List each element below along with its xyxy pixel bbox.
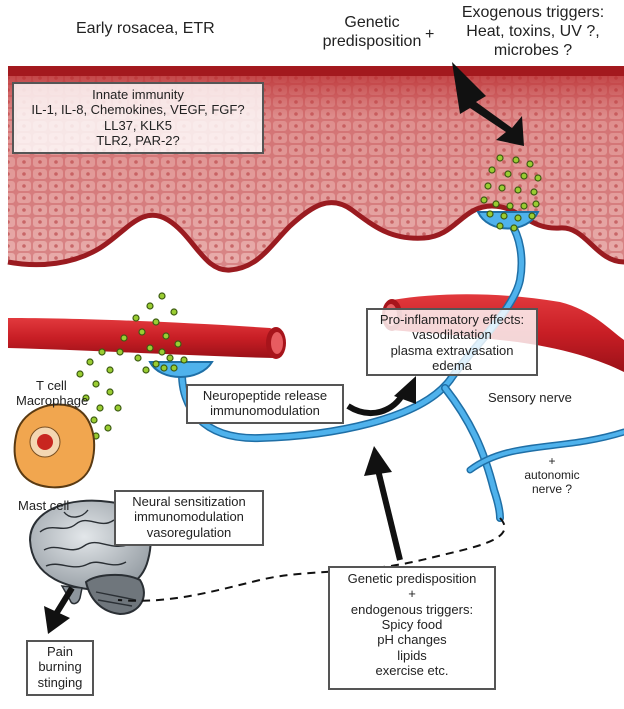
granule — [82, 394, 90, 402]
granule — [496, 222, 504, 230]
granule — [526, 160, 534, 168]
arrow-to-pain — [44, 586, 75, 634]
granule — [98, 348, 106, 356]
granule — [166, 354, 174, 362]
blood-vessel-left — [8, 318, 286, 359]
granule — [180, 356, 188, 364]
granule — [520, 202, 528, 210]
granule — [506, 202, 514, 210]
granule — [104, 424, 112, 432]
granule — [162, 332, 170, 340]
arrow-to-pro-inflammatory — [346, 376, 416, 417]
granule — [86, 358, 94, 366]
dashed-nerve-connection — [117, 517, 506, 602]
granule — [116, 348, 124, 356]
granule — [532, 200, 540, 208]
granule — [158, 348, 166, 356]
mast-cell-label: Mast cell — [18, 498, 70, 513]
pain-box: Pain burning stinging — [26, 640, 94, 696]
autonomic-nerve-label: + autonomic nerve ? — [524, 454, 580, 497]
granule — [500, 212, 508, 220]
granule — [174, 340, 182, 348]
granule — [498, 184, 506, 192]
granule — [530, 188, 538, 196]
granule — [152, 318, 160, 326]
neuropeptide-release-box: Neuropeptide release immunomodulation — [186, 384, 344, 424]
sensory-nerve — [178, 218, 624, 522]
granule — [504, 170, 512, 178]
granule — [520, 172, 528, 180]
neural-sensitization-box: Neural sensitization immunomodulation va… — [114, 490, 264, 546]
granule — [134, 354, 142, 362]
granule — [76, 370, 84, 378]
granule — [492, 200, 500, 208]
diagram-title: Early rosacea, ETR — [76, 20, 215, 37]
granule — [106, 388, 114, 396]
granule — [528, 212, 536, 220]
granule — [512, 156, 520, 164]
granule — [160, 364, 168, 372]
mast-cell-icon — [13, 403, 96, 489]
t-cell-label: T cell — [36, 378, 67, 393]
granule — [142, 366, 150, 374]
plus-sign: + — [425, 26, 435, 43]
endogenous-triggers-box: Genetic predisposition + endogenous trig… — [328, 566, 496, 690]
granule — [486, 210, 494, 218]
granule — [146, 344, 154, 352]
granule — [152, 360, 160, 368]
granule — [132, 314, 140, 322]
granule — [514, 186, 522, 194]
sensory-nerve-label: Sensory nerve — [488, 390, 572, 405]
macrophage-label: Macrophage — [16, 393, 89, 408]
granule — [514, 214, 522, 222]
granule — [92, 380, 100, 388]
granule — [480, 196, 488, 204]
granule — [496, 154, 504, 162]
granule — [534, 174, 542, 182]
arrow-to-nerve — [364, 446, 403, 561]
lightning-arrow-icon — [452, 62, 524, 146]
genetic-predisposition-label: Genetic predisposition — [322, 14, 422, 50]
granule — [120, 334, 128, 342]
granule — [96, 404, 104, 412]
granule — [106, 366, 114, 374]
granule — [488, 166, 496, 174]
granule — [138, 328, 146, 336]
granule — [170, 364, 178, 372]
granule — [158, 292, 166, 300]
granule — [484, 182, 492, 190]
granule — [90, 416, 98, 424]
granule — [114, 404, 122, 412]
innate-immunity-box: Innate immunity IL-1, IL-8, Chemokines, … — [12, 82, 264, 154]
granule — [146, 302, 154, 310]
granule — [510, 224, 518, 232]
granule — [170, 308, 178, 316]
exogenous-triggers-label: Exogenous triggers: Heat, toxins, UV ?, … — [461, 4, 605, 59]
pro-inflammatory-box: Pro-inflammatory effects: vasodilatation… — [366, 308, 538, 376]
